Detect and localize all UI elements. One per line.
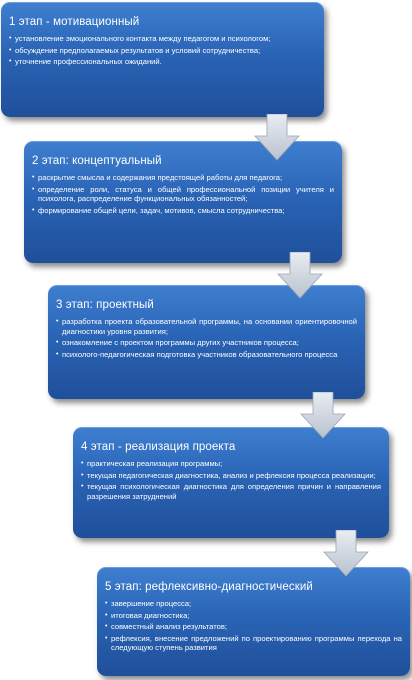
stage-1-item: уточнение профессиональных ожиданий. — [9, 57, 316, 67]
stage-2-box: 2 этап: концептуальный раскрытие смысла … — [24, 141, 342, 263]
stage-2-item: раскрытие смысла и содержания предстояще… — [32, 173, 334, 183]
stage-4-list: практическая реализация программы; текущ… — [81, 459, 381, 501]
stage-5-title: 5 этап: рефлексивно-диагностический — [105, 581, 313, 593]
stage-4-title: 4 этап - реализация проекта — [81, 441, 236, 453]
stage-1-item: установление эмоционального контакта меж… — [9, 34, 316, 44]
stage-5-box: 5 этап: рефлексивно-диагностический заве… — [97, 567, 410, 676]
stage-3-title: 3 этап: проектный — [56, 299, 154, 311]
stage-1-box: 1 этап - мотивационный установление эмоц… — [1, 2, 324, 117]
stage-2-title: 2 этап: концептуальный — [32, 155, 162, 167]
stage-5-list: завершение процесса; итоговая диагностик… — [105, 599, 402, 653]
stage-1-title: 1 этап - мотивационный — [9, 16, 140, 28]
stage-5-item: совместный анализ результатов; — [105, 622, 402, 632]
down-arrow-icon — [277, 252, 323, 299]
stage-3-box: 3 этап: проектный разработка проекта обр… — [48, 285, 365, 399]
stage-3-item: разработка проекта образовательной прогр… — [56, 317, 357, 336]
stage-1-list: установление эмоционального контакта меж… — [9, 34, 316, 67]
stage-5-item: итоговая диагностика; — [105, 611, 402, 621]
stage-3-item: ознакомление с проектом программы других… — [56, 338, 357, 348]
stage-1-item: обсуждение предполагаемых результатов и … — [9, 46, 316, 56]
stage-2-item: формирование общей цели, задач, мотивов,… — [32, 206, 334, 216]
stage-5-item: рефлексия, внесение предложений по проек… — [105, 634, 402, 653]
stage-4-item: текущая педагогическая диагностика, анал… — [81, 471, 381, 481]
stage-3-item: психолого-педагогическая подготовка учас… — [56, 350, 357, 360]
down-arrow-icon — [300, 392, 346, 439]
stage-4-box: 4 этап - реализация проекта практическая… — [73, 427, 389, 538]
down-arrow-icon — [254, 114, 300, 161]
stage-2-item: определение роли, статуса и общей профес… — [32, 185, 334, 204]
stage-4-item: практическая реализация программы; — [81, 459, 381, 469]
stage-2-list: раскрытие смысла и содержания предстояще… — [32, 173, 334, 215]
down-arrow-icon — [323, 530, 369, 577]
stage-3-list: разработка проекта образовательной прогр… — [56, 317, 357, 359]
stage-4-item: текущая психологическая диагностика для … — [81, 482, 381, 501]
stage-5-item: завершение процесса; — [105, 599, 402, 609]
